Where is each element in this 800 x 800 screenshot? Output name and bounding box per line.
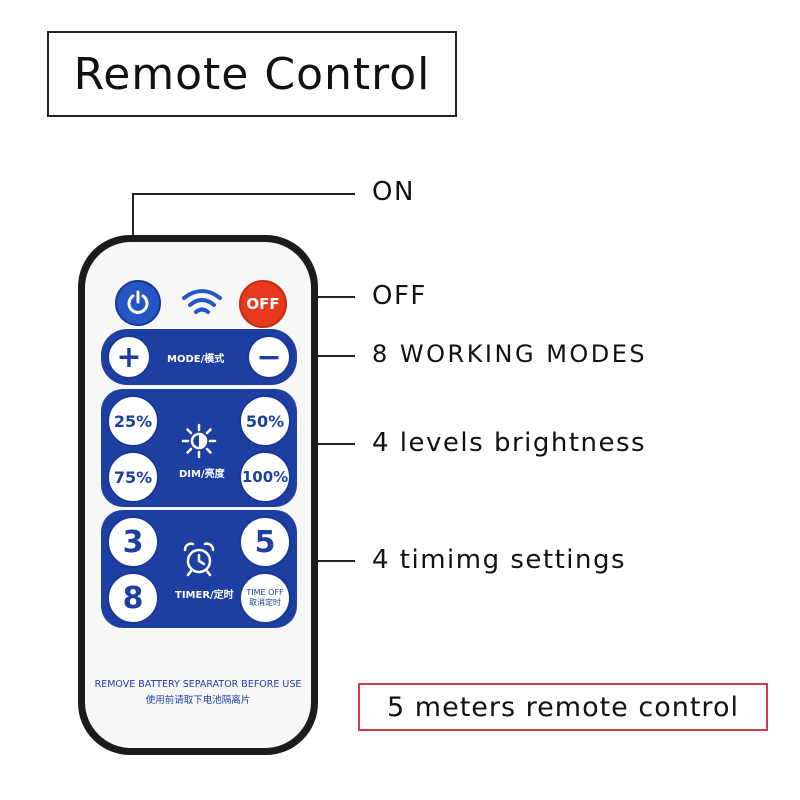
battery-notice-cn: 使用前请取下电池隔离片 <box>145 695 251 706</box>
remote-control: OFF + MODE/模式 − 25% 50% 75% 100% <box>78 235 318 755</box>
title-box: Remote Control <box>47 31 457 117</box>
dim-panel: 25% 50% 75% 100% DIM/亮度 <box>101 389 297 507</box>
wifi-icon <box>182 289 222 314</box>
mode-label: MODE/模式 <box>167 354 225 365</box>
label-timing: 4 timimg settings <box>372 545 627 575</box>
dim-label: DIM/亮度 <box>179 469 225 480</box>
timer-8-button[interactable]: 8 <box>107 572 159 624</box>
battery-notice: REMOVE BATTERY SEPARATOR BEFORE USE <box>94 679 302 690</box>
dim-75-button[interactable]: 75% <box>107 451 159 503</box>
label-brightness: 4 levels brightness <box>372 428 647 458</box>
time-off-label: TIME OFF <box>246 588 284 597</box>
timer-panel: 3 5 8 TIME OFF 取消定时 TIMER/定时 <box>101 510 297 628</box>
mode-panel: + MODE/模式 − <box>101 329 297 385</box>
timer-3-button[interactable]: 3 <box>107 516 159 568</box>
dim-50-button[interactable]: 50% <box>239 395 291 447</box>
brightness-icon <box>181 423 217 459</box>
label-range: 5 meters remote control <box>387 691 739 723</box>
time-off-label-cn: 取消定时 <box>249 598 281 607</box>
dim-100-button[interactable]: 100% <box>239 451 291 503</box>
mode-plus-button[interactable]: + <box>107 335 151 379</box>
label-on: ON <box>372 177 415 207</box>
time-off-button[interactable]: TIME OFF 取消定时 <box>239 572 291 624</box>
alarm-clock-icon <box>183 542 215 577</box>
mode-minus-button[interactable]: − <box>247 335 291 379</box>
remote-face: OFF + MODE/模式 − 25% 50% 75% 100% <box>85 242 311 748</box>
power-icon <box>127 290 149 314</box>
page-title: Remote Control <box>73 48 431 100</box>
timer-5-button[interactable]: 5 <box>239 516 291 568</box>
power-on-button[interactable] <box>115 280 161 326</box>
off-button[interactable]: OFF <box>239 280 287 328</box>
dim-25-button[interactable]: 25% <box>107 395 159 447</box>
label-modes: 8 WORKING MODES <box>372 340 648 368</box>
range-box: 5 meters remote control <box>358 683 768 731</box>
label-off: OFF <box>372 281 427 311</box>
timer-label: TIMER/定时 <box>175 590 234 601</box>
